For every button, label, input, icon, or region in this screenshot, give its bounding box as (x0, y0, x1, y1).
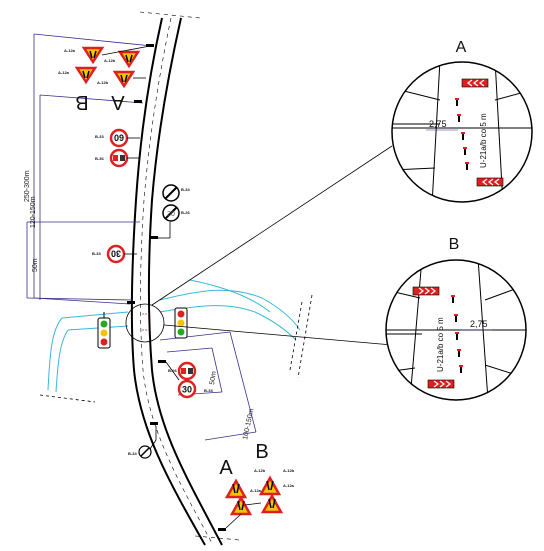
svg-text:B-26: B-26 (168, 368, 177, 373)
svg-text:B-33: B-33 (92, 251, 101, 256)
speed-30-left-text: 30 (111, 249, 121, 259)
sign-codes: A-12a A-12b A-12a A-12b B-33 B-36 B-34 B… (58, 48, 295, 493)
bank-lines (39, 294, 313, 403)
label-b-upper: B (75, 91, 88, 113)
detail-b-barrier-bottom (427, 379, 455, 389)
sign-narrowing-3 (74, 66, 98, 85)
end-restriction-signs: 30 (150, 184, 180, 239)
upper-warning-signs (74, 44, 154, 89)
svg-text:A-12a: A-12a (250, 488, 262, 493)
dim-50m-right: 50m (209, 371, 218, 386)
road (130, 11, 241, 546)
svg-text:A-12b: A-12b (97, 80, 109, 85)
svg-text:A-12a: A-12a (58, 70, 70, 75)
svg-text:A-12b: A-12b (104, 58, 116, 63)
road-centerline (140, 17, 214, 546)
detail-callout (125, 145, 393, 346)
detail-a: 2,75 U-21a/b co 5 m (391, 61, 533, 203)
dim-120-150m: 120-150m (30, 196, 37, 228)
traffic-light-right (174, 307, 188, 339)
no-overtaking-sign (109, 148, 139, 168)
detail-b-title: B (449, 236, 460, 253)
dimension-lines-right (159, 331, 257, 441)
dim-100-150m: 100-150m (242, 408, 255, 440)
detail-a-barrier-top (461, 78, 489, 88)
svg-text:B-36: B-36 (95, 156, 104, 161)
label-b-lower: B (255, 441, 268, 463)
speed-30-right-text: 30 (182, 385, 192, 395)
sign-narrowing-1 (81, 46, 105, 65)
detail-a-barrier-bottom (476, 177, 504, 187)
svg-text:B-34: B-34 (181, 187, 190, 192)
sign-narrowing-4 (112, 70, 136, 89)
dim-250-300m: 250-300m (24, 170, 31, 202)
end-restriction-lower-sign (138, 426, 157, 459)
detail-b-barrier-top (412, 286, 440, 296)
speed-limit-30-right-sign: 30 (165, 361, 197, 399)
road-edge-right (148, 17, 223, 546)
road-markers (127, 301, 226, 531)
svg-text:A-12a: A-12a (64, 48, 76, 53)
lower-warning-signs (224, 475, 284, 529)
svg-text:A-12b: A-12b (283, 468, 295, 473)
svg-text:30: 30 (167, 211, 175, 218)
dim-50m-left: 50m (32, 258, 39, 272)
speed-limit-60-sign: 60 (109, 128, 140, 148)
road-edge-left (130, 17, 206, 546)
svg-text:B-33: B-33 (95, 134, 104, 139)
speed-60-text: 60 (114, 133, 124, 143)
detail-a-width: 2,75 (429, 119, 447, 129)
sign-narrowing-2 (117, 50, 141, 69)
svg-text:B-34: B-34 (128, 451, 137, 456)
detail-b: 2,75 U-21a/b co 5 m (385, 259, 527, 401)
detail-b-marker-note: U-21a/b co 5 m (436, 317, 445, 372)
no-overtaking-right-sign (177, 361, 197, 381)
dimension-lines-left (26, 33, 153, 305)
label-a-lower: A (219, 457, 233, 479)
svg-text:B-26: B-26 (181, 210, 190, 215)
watercourse (47, 279, 301, 393)
traffic-light-left (97, 312, 111, 349)
svg-text:B-33: B-33 (204, 388, 213, 393)
label-a-upper: A (111, 91, 125, 113)
svg-text:A-12a: A-12a (283, 483, 295, 488)
detail-a-title: A (456, 39, 467, 56)
detail-a-marker-note: U-21a/b co 5 m (479, 113, 488, 168)
detail-b-width: 2,75 (470, 319, 488, 329)
svg-text:A-12b: A-12b (254, 468, 266, 473)
speed-limit-30-left-sign: 30 (106, 244, 137, 264)
